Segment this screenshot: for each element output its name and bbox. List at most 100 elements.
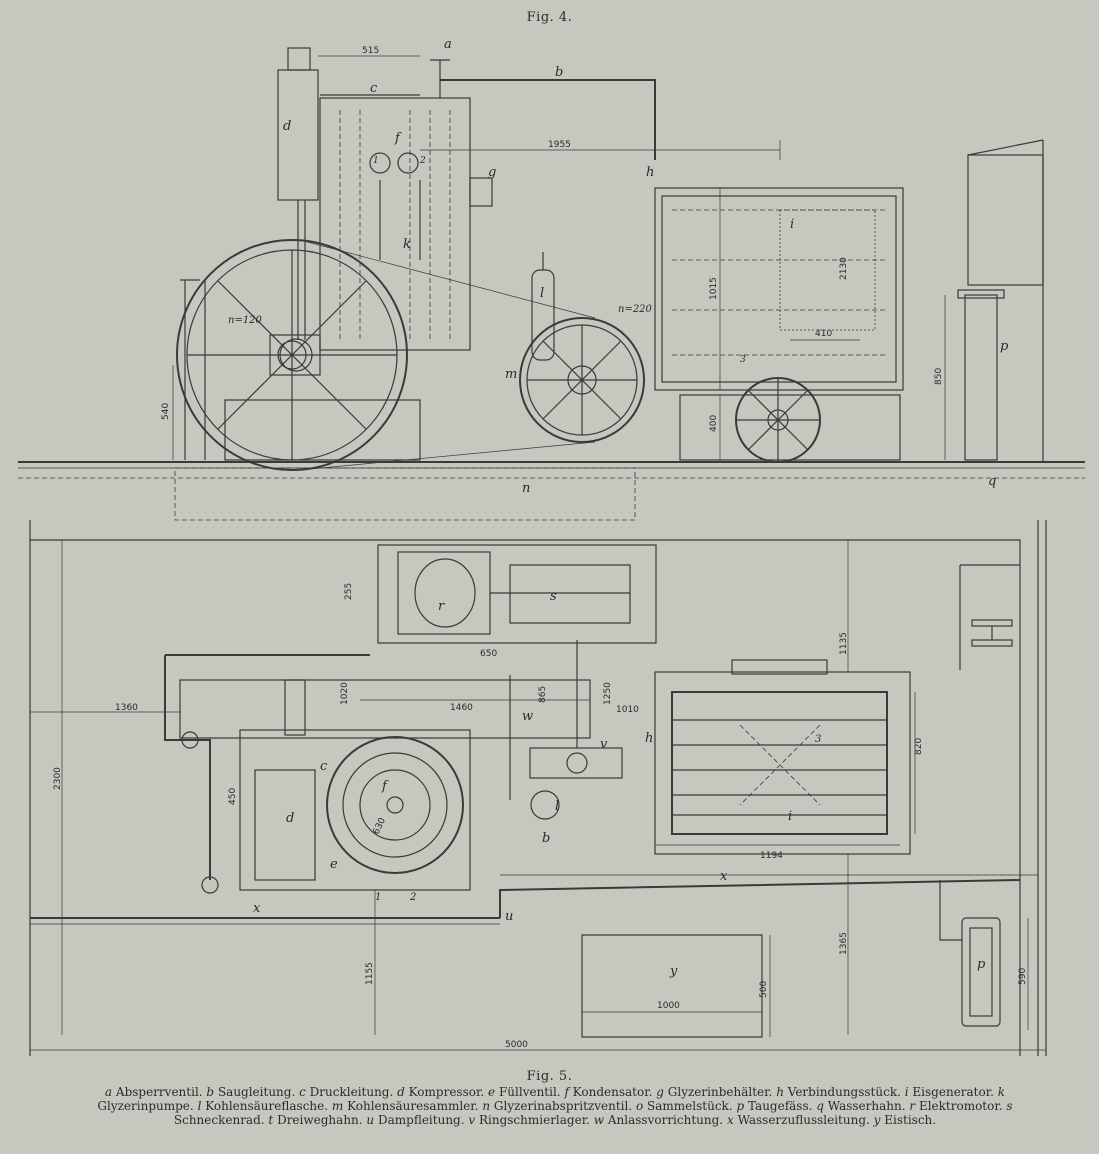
plan-label-w: w xyxy=(522,709,533,724)
fig5-plan: r s xyxy=(29,520,1047,1056)
dim-1020: 1020 xyxy=(340,682,350,705)
plan-label-d: d xyxy=(286,811,294,826)
dim-1155: 1155 xyxy=(365,962,375,985)
room-outline xyxy=(30,539,1021,1056)
plan-label-f: f xyxy=(381,779,389,794)
dim-1135: 1135 xyxy=(839,632,849,655)
worm-wheel xyxy=(519,317,645,443)
ice-generator-plan xyxy=(654,659,911,855)
legend-entry-q: q Wasserhahn. xyxy=(816,1099,906,1113)
compressor-column xyxy=(180,47,321,460)
ice-generator-i xyxy=(654,187,904,461)
foundation-outline xyxy=(174,467,636,521)
speed-worm: n=220 xyxy=(618,304,653,315)
plan-label-b: b xyxy=(542,831,550,846)
legend-entry-m: m Kohlensäuresammler. xyxy=(331,1099,479,1113)
label-a: a xyxy=(444,37,452,52)
dim-500: 500 xyxy=(759,981,769,998)
fig4-title: Fig. 4. xyxy=(526,10,573,25)
dim-630: 630 xyxy=(372,816,388,836)
label-f: f xyxy=(394,131,402,146)
plan-label-i: i xyxy=(788,809,792,824)
legend-entry-d: d Kompressor. xyxy=(397,1085,485,1099)
drawing-canvas: 515 1955 540 1015 2130 410 400 850 n=120… xyxy=(18,37,1085,1056)
dim-1250: 1250 xyxy=(603,682,613,705)
collector-piece-o xyxy=(529,640,623,779)
plan-label-h: h xyxy=(645,731,653,746)
dim-1365: 1365 xyxy=(839,932,849,955)
legend-entry-r: r Elektromotor. xyxy=(909,1099,1003,1113)
dew-vessel-p xyxy=(957,139,1044,462)
label-i: i xyxy=(790,217,794,232)
dim-540: 540 xyxy=(161,403,171,420)
plan-label-3: 3 xyxy=(815,734,821,745)
plan-label-x-left: x xyxy=(253,901,261,916)
dim-820: 820 xyxy=(914,738,924,755)
dim-255: 255 xyxy=(344,583,354,600)
dim-1015: 1015 xyxy=(709,277,719,300)
plan-label-2: 2 xyxy=(409,892,416,903)
dim-650: 650 xyxy=(480,649,497,659)
label-l: l xyxy=(540,286,544,301)
legend-entry-l: l Kohlensäureflasche. xyxy=(197,1099,329,1113)
glycerine-tank-g xyxy=(469,177,493,207)
plan-label-l: l xyxy=(555,799,559,814)
i-beam xyxy=(971,619,1013,647)
label-b: b xyxy=(555,65,563,80)
plan-label-e: e xyxy=(330,857,338,872)
label-m: m xyxy=(505,367,517,382)
dim-450: 450 xyxy=(228,788,238,805)
plan-label-v: v xyxy=(600,737,608,752)
legend-entry-w: w Anlassvorrichtung. xyxy=(593,1113,724,1127)
legend-entry-b: b Saugleitung. xyxy=(206,1085,296,1099)
legend-entry-c: c Druckleitung. xyxy=(299,1085,394,1099)
legend-entry-p: p Taugefäss. xyxy=(736,1099,813,1113)
water-line-x-right xyxy=(499,879,1021,918)
legend-entry-t: t Dreiweghahn. xyxy=(268,1113,363,1127)
legend-entry-e: e Füllventil. xyxy=(488,1085,561,1099)
speed-flywheel: n=120 xyxy=(228,315,263,326)
dim-2130: 2130 xyxy=(839,257,849,280)
dim-2300: 2300 xyxy=(53,767,63,790)
legend-entry-k: k Glyzerinpumpe. xyxy=(97,1085,1006,1113)
pipe-left-loop xyxy=(164,655,211,880)
legend-entry-s: s Schneckenrad. xyxy=(173,1099,1013,1127)
dew-vessel-plan xyxy=(939,880,1001,1027)
belt-top xyxy=(299,239,596,319)
label-p: p xyxy=(1000,339,1009,354)
legend-entry-x: x Wasserzuflussleitung. xyxy=(726,1113,870,1127)
suction-pipe-b xyxy=(440,79,656,160)
ice-table-y xyxy=(581,934,763,1038)
dim-1010: 1010 xyxy=(616,705,639,715)
machine-base xyxy=(224,399,421,461)
co2-bottle-plan xyxy=(530,790,560,820)
dim-1360: 1360 xyxy=(115,703,138,713)
label-n: n xyxy=(522,481,530,496)
valve-left xyxy=(201,876,219,894)
plan-label-u: u xyxy=(505,909,513,924)
label-c: c xyxy=(370,81,378,96)
fig4-elevation: 515 1955 540 1015 2130 410 400 850 n=120… xyxy=(18,37,1085,521)
dim-1460: 1460 xyxy=(450,703,473,713)
fig5-title: Fig. 5. xyxy=(526,1069,573,1084)
label-h: h xyxy=(646,165,654,180)
compressor-base xyxy=(179,679,591,891)
plan-label-x-right: x xyxy=(720,869,728,884)
dim-1194: 1194 xyxy=(760,851,783,861)
label-k: k xyxy=(403,237,411,252)
legend-caption: a Absperrventil. b Saugleitung. c Druckl… xyxy=(60,1085,1050,1127)
label-2: 2 xyxy=(419,156,426,166)
legend-entry-o: o Sammelstück. xyxy=(635,1099,733,1113)
legend-entry-v: v Ringschmierlager. xyxy=(468,1113,590,1127)
legend-entry-a: a Absperrventil. xyxy=(104,1085,203,1099)
legend-entry-y: y Eistisch. xyxy=(873,1113,937,1127)
valve-left-mid xyxy=(181,731,199,749)
ice-generator-wheel xyxy=(735,377,821,463)
label-s: s xyxy=(550,589,557,604)
dim-850: 850 xyxy=(934,368,944,385)
dim-515: 515 xyxy=(362,46,379,56)
label-1: 1 xyxy=(373,156,379,166)
dim-5000: 5000 xyxy=(505,1040,528,1050)
dim-865: 865 xyxy=(538,686,548,703)
